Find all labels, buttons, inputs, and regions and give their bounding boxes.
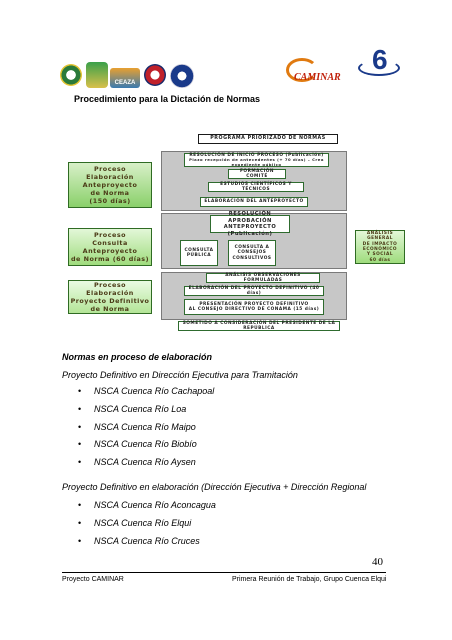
list-item: NSCA Cuenca Río Aysen (94, 457, 196, 467)
red-seal-logo (144, 64, 166, 86)
analisis-observaciones-box: ANÁLISIS OBSERVACIONES FORMULADAS (206, 273, 320, 283)
bullet-icon: • (78, 518, 82, 528)
list-heading: Normas en proceso de elaboración (62, 352, 213, 362)
bullet-icon: • (78, 422, 82, 432)
stage1-label-text: Proceso Elaboración Anteproyecto de Norm… (82, 165, 138, 205)
ceaza-logo-text: CEAZA (114, 80, 136, 86)
bullet-icon: • (78, 386, 82, 396)
presentacion-box: PRESENTACIÓN PROYECTO DEFINITIVO AL CONS… (184, 299, 324, 315)
bullet-icon: • (78, 536, 82, 546)
bullet-icon: • (78, 457, 82, 467)
consulta-publica-box: CONSULTA PÚBLICA (180, 240, 218, 266)
bullet-icon: • (78, 500, 82, 510)
list-item: NSCA Cuenca Río Maipo (94, 422, 196, 432)
resolucion-inicio-text: RESOLUCIÓN DE INICIO PROCESO (Publicació… (189, 152, 324, 158)
list-item: NSCA Cuenca Río Cruces (94, 536, 200, 546)
plant-logo (86, 62, 108, 88)
sometido-box: SOMETIDO A CONSIDERACIÓN DEL PRESIDENTE … (178, 321, 340, 331)
consulta-consejos-box: CONSULTA A CONSEJOS CONSULTIVOS (228, 240, 276, 266)
group2-title: Proyecto Definitivo en elaboración (Dire… (62, 482, 367, 492)
stage2-label-text: Proceso Consulta Anteproyecto de Norma (… (70, 231, 150, 263)
section-title: Procedimiento para la Dictación de Norma… (74, 94, 261, 104)
caminar-logos: CAMINAR 6 (286, 44, 400, 94)
resolucion-aprobacion-box: RESOLUCIÓN APROBACIÓN ANTEPROYECTO (Publ… (210, 211, 290, 237)
footer-project: Proyecto CAMINAR (62, 576, 124, 583)
stage1-label: Proceso Elaboración Anteproyecto de Norm… (68, 162, 152, 208)
consulta-consejos-text: CONSULTA A CONSEJOS CONSULTIVOS (232, 244, 272, 261)
estudios-box: ESTUDIOS CIENTÍFICOS Y TÉCNICOS (208, 182, 304, 192)
presentacion-text: PRESENTACIÓN PROYECTO DEFINITIVO AL CONS… (188, 301, 320, 312)
bullet-icon: • (78, 404, 82, 414)
list-item: NSCA Cuenca Río Aconcagua (94, 500, 216, 510)
resolucion-aprobacion-text: RESOLUCIÓN APROBACIÓN ANTEPROYECTO (Publ… (223, 211, 277, 237)
programme-six-number: 6 (372, 44, 388, 75)
footer-divider (62, 572, 386, 573)
list-item: NSCA Cuenca Río Loa (94, 404, 187, 414)
programme-six-logo: 6 (358, 44, 400, 84)
list-item: NSCA Cuenca Río Biobío (94, 439, 197, 449)
footer-meeting: Primera Reunión de Trabajo, Grupo Cuenca… (232, 576, 387, 583)
caminar-swirl-icon (286, 58, 318, 82)
formacion-comite-box: FORMACIÓN COMITÉ (228, 169, 286, 179)
analisis-general-box: ANÁLISIS GENERAL DE IMPACTO ECONÓMICO Y … (355, 230, 405, 264)
group1-title: Proyecto Definitivo en Dirección Ejecuti… (62, 370, 298, 380)
blue-seal-logo (170, 64, 194, 88)
bullet-icon: • (78, 439, 82, 449)
partner-logos: CEAZA (60, 60, 280, 106)
procedure-diagram: PROGRAMA PRIORIZADO DE NORMAS RESOLUCIÓN… (68, 134, 405, 331)
resolucion-inicio-box: RESOLUCIÓN DE INICIO PROCESO (Publicació… (184, 153, 329, 167)
stage3-label-text: Proceso Elaboración Proyecto Definitivo … (70, 281, 150, 313)
university-seal-logo (60, 64, 82, 86)
analisis-general-text: ANÁLISIS GENERAL DE IMPACTO ECONÓMICO Y … (362, 230, 398, 263)
ceaza-logo: CEAZA (110, 68, 140, 88)
programa-priorizado-box: PROGRAMA PRIORIZADO DE NORMAS (198, 134, 338, 144)
stage3-label: Proceso Elaboración Proyecto Definitivo … (68, 280, 152, 314)
stage2-label: Proceso Consulta Anteproyecto de Norma (… (68, 228, 152, 266)
list-item: NSCA Cuenca Río Cachapoal (94, 386, 215, 396)
plazo-text: Plazo recepción de antecedentes (+ 70 dí… (189, 156, 324, 167)
consulta-publica-text: CONSULTA PÚBLICA (184, 247, 214, 258)
caminar-logo-text: CAMINAR (294, 72, 341, 83)
page-number: 40 (372, 556, 383, 568)
list-item: NSCA Cuenca Río Elqui (94, 518, 192, 528)
elaboracion-anteproyecto-box: ELABORACIÓN DEL ANTEPROYECTO (200, 197, 308, 207)
elaboracion-definitivo-box: ELABORACIÓN DEL PROYECTO DEFINITIVO (40 … (184, 286, 324, 296)
